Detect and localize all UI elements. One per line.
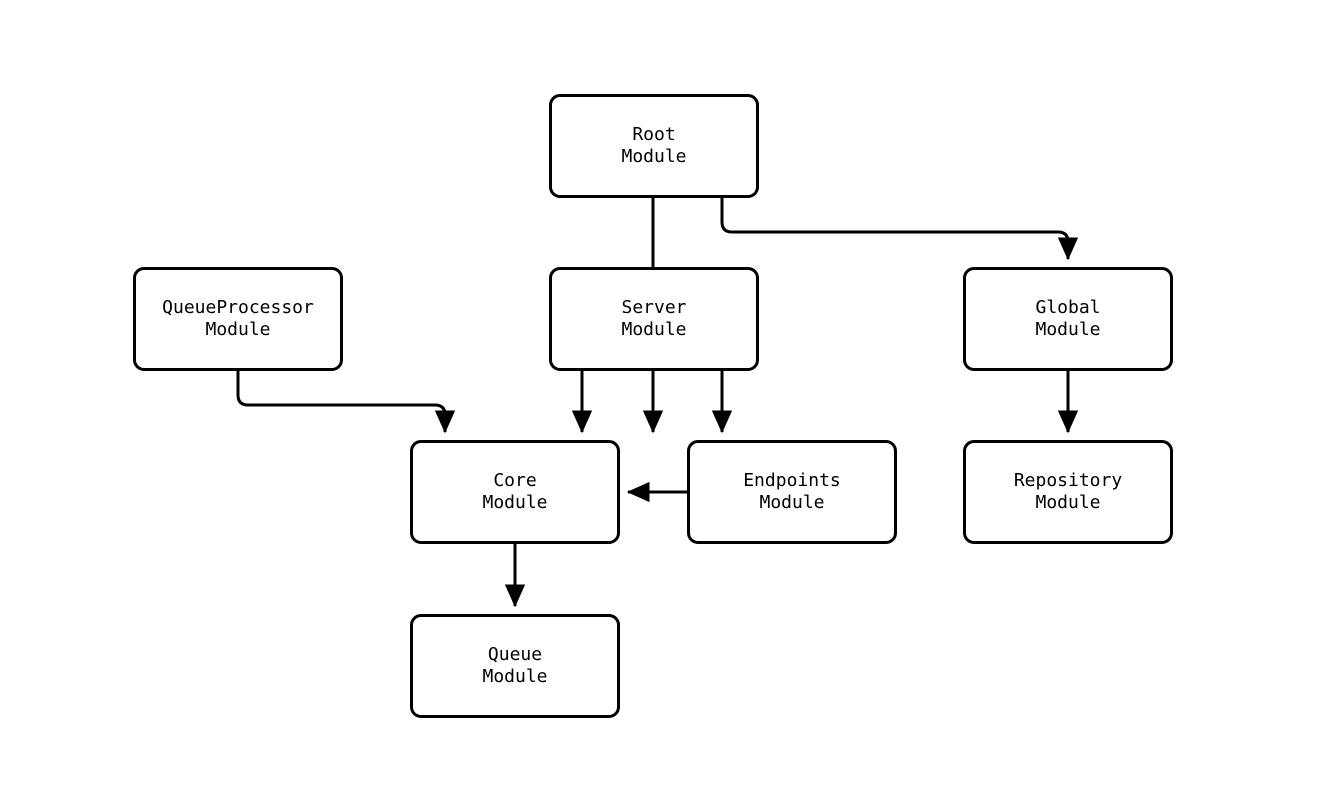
node-label-primary: Endpoints <box>743 470 841 491</box>
node-label-secondary: Module <box>759 492 825 513</box>
node-label-primary: Repository <box>1013 470 1123 491</box>
edge-root-to-global <box>720 198 1079 261</box>
edge-queueprocessor-to-core <box>236 371 456 434</box>
node-label-primary: Core <box>493 470 537 491</box>
node-label-secondary: Module <box>482 666 548 687</box>
node-label-secondary: Module <box>482 492 548 513</box>
node-label-primary: Global <box>1035 297 1101 318</box>
node-label-secondary: Module <box>205 319 271 340</box>
node-label-primary: Root <box>632 124 676 145</box>
edges-group <box>236 198 1079 608</box>
node-label-secondary: Module <box>1035 492 1101 513</box>
node-label-primary: Queue <box>487 644 543 665</box>
node-label-secondary: Module <box>621 319 687 340</box>
node-label-secondary: Module <box>1035 319 1101 340</box>
node-label-primary: QueueProcessor <box>162 297 314 318</box>
node-label-primary: Server <box>621 297 687 318</box>
node-label-secondary: Module <box>621 146 687 167</box>
